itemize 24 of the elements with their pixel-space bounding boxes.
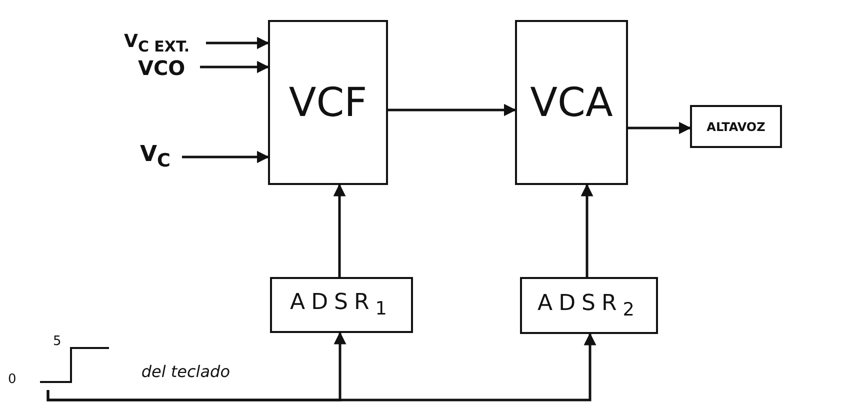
- input-label: V$_{C EXT.}$: [124, 30, 190, 56]
- level-label: 0: [8, 372, 16, 387]
- arrow: [200, 60, 270, 74]
- block-box: [268, 20, 388, 185]
- block-box: [270, 277, 413, 333]
- arrow: [206, 36, 270, 50]
- arrow: [333, 184, 346, 277]
- arrow: [628, 122, 692, 134]
- block-label: VCF: [288, 80, 368, 126]
- arrow: [182, 150, 270, 164]
- block-box: [690, 105, 782, 148]
- input-label: VCO: [138, 56, 186, 80]
- arrow: [46, 332, 596, 402]
- block-label: ADSR$_{1}$: [290, 290, 393, 320]
- arrow: [388, 104, 516, 116]
- block-box: [520, 277, 658, 334]
- block-box: [515, 20, 628, 185]
- block-label: ALTAVOZ: [706, 120, 766, 134]
- source-label: del teclado: [141, 362, 230, 380]
- level-label: 5: [53, 334, 62, 349]
- block-label: ADSR$_{2}$: [538, 290, 640, 320]
- block-label: VCA: [530, 80, 613, 126]
- arrow: [580, 184, 594, 277]
- input-label: V$_{C}$: [140, 142, 170, 172]
